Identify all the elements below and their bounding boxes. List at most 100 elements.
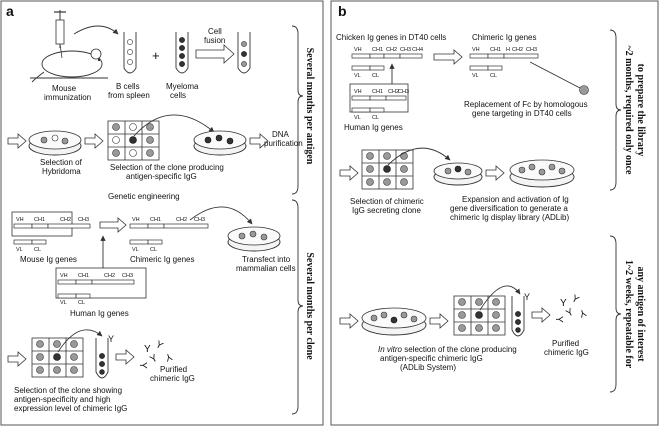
svg-text:VL: VL bbox=[132, 247, 139, 253]
final-transfer-arrow bbox=[57, 329, 103, 353]
expansion-label-1: Expansion and activation of Ig bbox=[462, 195, 569, 204]
transfect-label-1: Transfect into bbox=[242, 255, 291, 264]
b-row2-arrow bbox=[339, 165, 359, 181]
well-plate-icon bbox=[107, 120, 160, 161]
immunization-label: immunization bbox=[44, 93, 91, 102]
plus-sign: + bbox=[152, 48, 160, 63]
svg-text:CL: CL bbox=[34, 247, 41, 253]
syringe-icon bbox=[54, 10, 66, 59]
mouse-ig-genes: VH CH1 CH2 CH3 VL CL bbox=[11, 211, 91, 253]
svg-text:VH: VH bbox=[472, 47, 480, 53]
final-well-plate-icon bbox=[31, 337, 84, 378]
purified-arrow-a bbox=[115, 349, 135, 365]
b-library-dish-icon bbox=[361, 307, 427, 336]
invitro-label-2: antigen-specific chimeric IgG bbox=[380, 354, 483, 363]
final-tube-icon: Y bbox=[95, 334, 114, 379]
svg-text:CH4: CH4 bbox=[412, 47, 423, 53]
dt40-cell-icon bbox=[579, 85, 589, 95]
cells-label: cells bbox=[170, 91, 186, 100]
svg-text:CH3: CH3 bbox=[400, 47, 411, 53]
b-purified-label-1: Purified bbox=[552, 339, 579, 348]
b-final-transfer-arrow bbox=[479, 285, 521, 311]
clone-producing-label-2: antigen-specific IgG bbox=[126, 172, 197, 181]
svg-text:Y: Y bbox=[564, 307, 576, 320]
chimeric-ig-genes-label: Chimeric Ig genes bbox=[130, 255, 194, 264]
svg-text:Y: Y bbox=[137, 362, 148, 369]
svg-text:VH: VH bbox=[354, 47, 362, 53]
mouse-icon bbox=[30, 48, 108, 83]
svg-text:CL: CL bbox=[78, 300, 85, 306]
antibody-icons-b: Y Y Y Y Y bbox=[553, 293, 588, 323]
hybridoma-label: Hybridoma bbox=[42, 167, 81, 176]
b-purified-arrow bbox=[531, 307, 551, 323]
b-clone-arrow bbox=[387, 147, 451, 166]
side-label-b-top-1: ~2 months, required only once bbox=[623, 45, 634, 175]
invitro-label-3: (ADLib System) bbox=[400, 363, 456, 372]
svg-text:CH1: CH1 bbox=[372, 47, 383, 53]
b-fc-line bbox=[529, 61, 581, 89]
panel-a-letter: a bbox=[6, 3, 14, 19]
svg-text:VH: VH bbox=[132, 217, 140, 223]
dna-arrow bbox=[249, 133, 269, 149]
b-chimeric-ig-label: Chimeric Ig genes bbox=[472, 33, 536, 42]
dna-label-2: purification bbox=[264, 139, 303, 148]
b-row3-arrow bbox=[339, 313, 359, 329]
b-well-plate-icon bbox=[361, 149, 414, 190]
hybridoma-dish-icon bbox=[28, 130, 82, 156]
adlib-dish-icon bbox=[509, 159, 575, 188]
side-label-b-bottom-2: any antigen of interest bbox=[635, 266, 646, 362]
from-spleen-label: from spleen bbox=[108, 91, 150, 100]
spleen-arrow bbox=[73, 25, 119, 35]
transfect-arrow bbox=[189, 206, 253, 225]
svg-text:Y: Y bbox=[569, 293, 581, 306]
svg-text:CH2: CH2 bbox=[386, 47, 397, 53]
dna-label-1: DNA bbox=[272, 130, 290, 139]
row2-arrow-2 bbox=[84, 133, 104, 149]
svg-text:VH: VH bbox=[354, 89, 362, 95]
mouse-label: Mouse bbox=[52, 84, 77, 93]
chicken-ig-genes: VH CH1 CH2 CH3 CH4 VL CL bbox=[351, 47, 423, 79]
svg-text:CH3: CH3 bbox=[122, 273, 133, 279]
b-cells-tube-icon bbox=[123, 32, 137, 74]
b-purified-label-2: chimeric IgG bbox=[544, 348, 589, 357]
final-label-2: antigen-specificity and high bbox=[14, 395, 111, 404]
final-label-3: expression level of chimeric IgG bbox=[14, 404, 127, 413]
b-chimeric-arrow bbox=[433, 49, 463, 65]
selected-clone-dish-icon bbox=[193, 130, 247, 156]
side-label-a-bottom: Several months per clone bbox=[304, 252, 315, 360]
antibody-icons-a: Y Y Y Y Y bbox=[137, 339, 174, 369]
b-human-ig-genes: VH CH1 CH2 CH3 VL CL bbox=[349, 83, 409, 121]
svg-text:CL: CL bbox=[490, 73, 497, 79]
b-final-well-plate-icon bbox=[453, 295, 506, 336]
row2-arrow bbox=[7, 133, 27, 149]
svg-text:CH1: CH1 bbox=[78, 273, 89, 279]
chimeric-arrow bbox=[99, 217, 127, 233]
b-selection-label-2: IgG secreting clone bbox=[352, 206, 421, 215]
svg-text:CL: CL bbox=[372, 73, 379, 79]
human-ig-genes-label-a: Human Ig genes bbox=[70, 309, 129, 318]
b-clone-dish-icon bbox=[433, 162, 483, 186]
final-label-1: Selection of the clone showing bbox=[14, 386, 122, 395]
expansion-label-2: gene diversification to generate a bbox=[450, 204, 568, 213]
svg-text:Y: Y bbox=[163, 350, 173, 363]
svg-text:CL: CL bbox=[150, 247, 157, 253]
svg-text:VL: VL bbox=[60, 300, 67, 306]
transfect-label-2: mammalian cells bbox=[236, 264, 296, 273]
b-cells-label: B cells bbox=[116, 82, 140, 91]
brace-b-bottom bbox=[609, 235, 622, 393]
svg-text:CH3: CH3 bbox=[78, 217, 89, 223]
b-chimeric-ig-genes: VH CH1 H CH2 CH3 VL CL bbox=[469, 47, 539, 79]
mammalian-cells-dish-icon bbox=[227, 226, 281, 252]
svg-text:Y: Y bbox=[148, 353, 160, 366]
svg-text:CH3: CH3 bbox=[194, 217, 205, 223]
b-human-ig-label: Human Ig genes bbox=[344, 123, 403, 132]
svg-text:CH1: CH1 bbox=[150, 217, 161, 223]
svg-text:CH3: CH3 bbox=[398, 89, 409, 95]
side-label-a-top: Several months per antigen bbox=[304, 48, 315, 165]
svg-text:VL: VL bbox=[354, 73, 361, 79]
svg-text:CL: CL bbox=[372, 115, 379, 121]
svg-text:CH2: CH2 bbox=[176, 217, 187, 223]
svg-text:VH: VH bbox=[16, 217, 24, 223]
side-label-b-top-2: to prepare the library bbox=[635, 64, 646, 157]
svg-text:VL: VL bbox=[472, 73, 479, 79]
